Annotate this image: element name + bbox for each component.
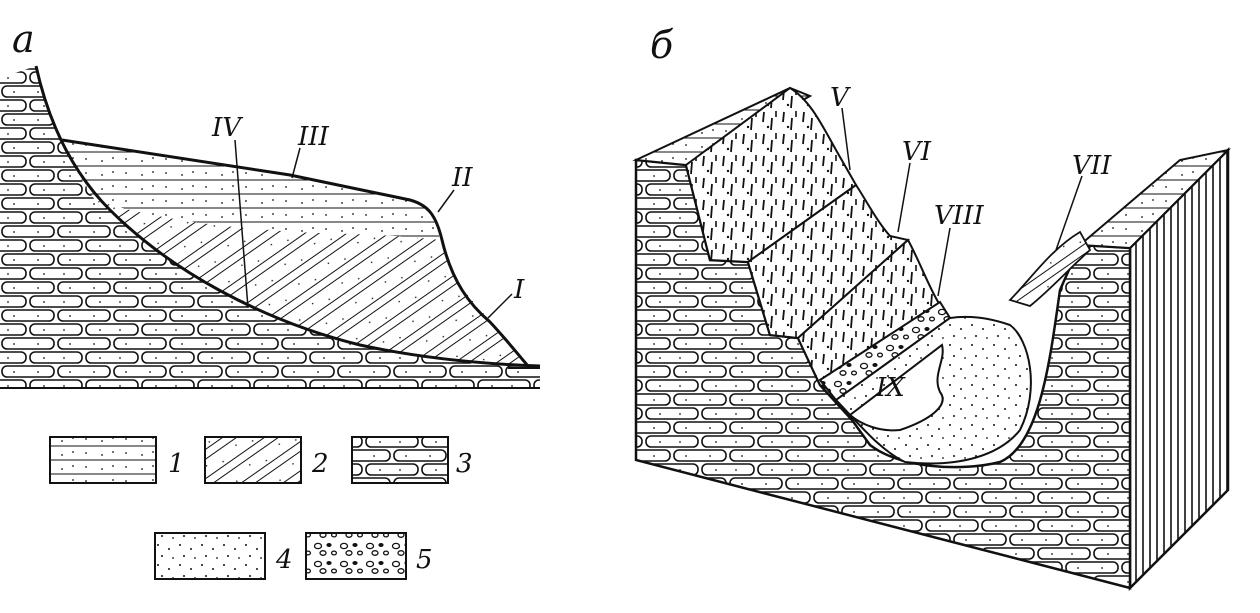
panel-a-letter: а	[12, 17, 35, 61]
label-viii: VIII	[934, 201, 984, 231]
legend: 1 2 3 4 5	[50, 437, 473, 579]
label-ii: II	[451, 163, 473, 193]
leader-viii	[938, 228, 950, 296]
label-v: V	[830, 83, 851, 113]
label-iv: IV	[211, 113, 243, 143]
label-iii: III	[297, 122, 330, 152]
legend-number-4: 4	[275, 545, 293, 575]
panel-a: а IV III II I	[0, 17, 540, 388]
legend-item-5: 5	[306, 533, 433, 579]
legend-item-4: 4	[155, 533, 293, 579]
label-vi: VI	[902, 137, 932, 167]
legend-item-2: 2	[205, 437, 329, 483]
leader-vi	[898, 163, 910, 232]
legend-number-2: 2	[311, 449, 329, 479]
label-i: I	[513, 275, 525, 305]
legend-number-3: 3	[456, 449, 473, 479]
legend-item-3: 3	[352, 437, 473, 483]
panel-b-letter: б	[650, 23, 674, 67]
legend-number-5: 5	[416, 545, 433, 575]
label-vii: VII	[1072, 151, 1112, 181]
label-ix: IX	[875, 373, 906, 403]
leader-iii	[292, 148, 300, 178]
legend-number-1: 1	[168, 449, 185, 479]
panel-b: б V VI VII VIII IX	[636, 23, 1228, 588]
leader-ii	[438, 190, 454, 212]
legend-item-1: 1	[50, 437, 185, 483]
leader-i	[488, 294, 512, 318]
